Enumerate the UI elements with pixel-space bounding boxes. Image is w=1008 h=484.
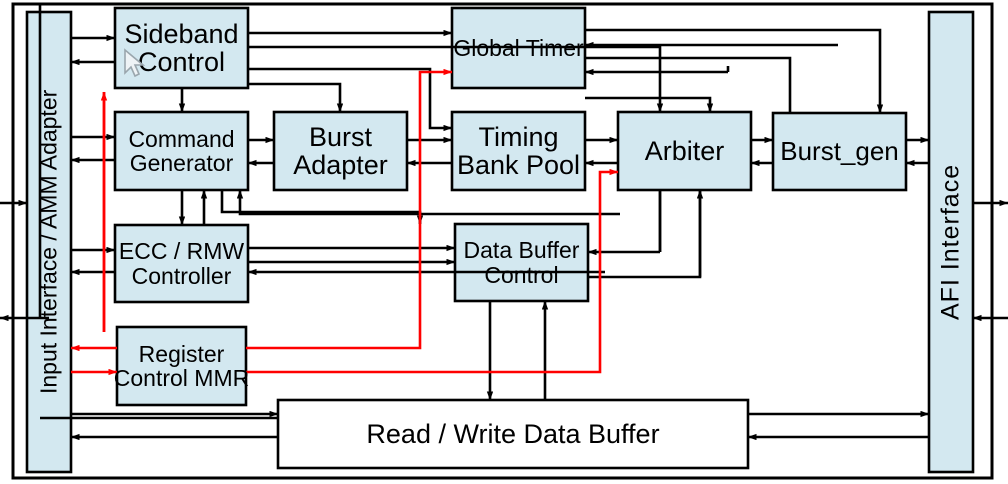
block-data-buffer-control[interactable] bbox=[453, 222, 590, 303]
black-signal-paths bbox=[0, 4, 1008, 441]
block-label-input-interface: Input Interface / AMM Adapter bbox=[35, 89, 62, 395]
block-timing-bank-pool[interactable] bbox=[450, 110, 587, 192]
block-register-control-mmr[interactable] bbox=[115, 325, 248, 407]
cmdgen-in-from-right bbox=[236, 189, 620, 216]
globaltimer-out-right bbox=[585, 28, 884, 114]
mmr-out-upper bbox=[246, 68, 453, 350]
mouse-pointer-icon bbox=[124, 48, 146, 78]
sideband-to-arbiter-col bbox=[248, 45, 664, 113]
sideband-to-burstadapter bbox=[248, 82, 344, 113]
block-command-generator[interactable] bbox=[113, 110, 250, 192]
globaltimer-out-right-b bbox=[585, 56, 792, 113]
globaltimer-bus-to-arbiter bbox=[585, 96, 714, 113]
block-ecc-rmw-controller[interactable] bbox=[113, 223, 250, 304]
sideband-to-tbp bbox=[248, 67, 453, 132]
block-input-interface[interactable] bbox=[25, 10, 73, 474]
block-label-afi-interface: AFI Interface bbox=[936, 163, 965, 321]
block-read-write-data-buffer[interactable] bbox=[276, 398, 750, 470]
block-burst-adapter[interactable] bbox=[272, 110, 409, 192]
mmr-out-lower bbox=[246, 168, 619, 374]
block-arbiter[interactable] bbox=[616, 110, 753, 192]
block-afi-interface[interactable] bbox=[927, 10, 975, 474]
red-signal-paths bbox=[70, 68, 619, 376]
block-burst-gen[interactable] bbox=[771, 111, 908, 192]
